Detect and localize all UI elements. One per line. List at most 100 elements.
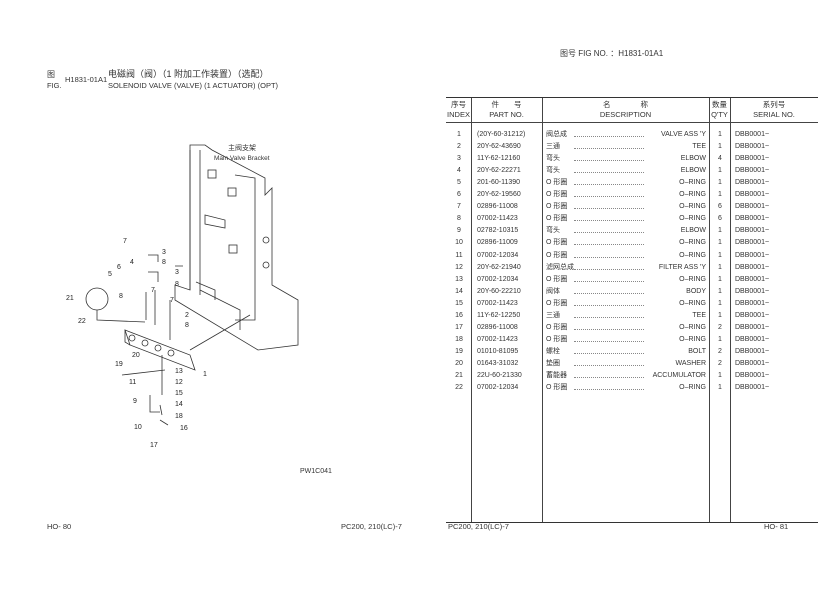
- callout: 22: [78, 318, 86, 325]
- table-row: 8 07002-11423 O 形圈 O–RING 6 DBB0001~: [446, 213, 818, 225]
- row-qty: 1: [718, 335, 722, 343]
- row-index: 22: [455, 384, 463, 392]
- row-serial: DBB0001~: [735, 263, 770, 271]
- leader-dots: [574, 237, 644, 246]
- callout: 11: [129, 379, 137, 386]
- row-serial: DBB0001~: [735, 372, 770, 379]
- row-qty: 1: [718, 299, 722, 307]
- callout: 5: [108, 271, 112, 278]
- row-description-cn: 弯头: [546, 227, 560, 235]
- bracket-label-cn: 主阀支架: [228, 145, 256, 152]
- row-qty: 1: [718, 251, 722, 259]
- callout: 21: [66, 295, 74, 302]
- table-row: 19 01010-81095 螺栓 BOLT 2 DBB0001~: [446, 346, 818, 358]
- header-serial-en: SERIAL NO.: [753, 110, 795, 119]
- fig-en: FIG.: [47, 81, 62, 90]
- row-description-cn: 垫圈: [546, 359, 560, 367]
- row-index: 16: [455, 311, 463, 319]
- row-part-no: 01643-31032: [477, 359, 519, 367]
- row-index: 7: [457, 203, 461, 211]
- row-description-cn: O 形圈: [546, 335, 568, 343]
- leader-dots: [574, 153, 644, 162]
- bracket-label-en: Main Valve Bracket: [214, 155, 270, 162]
- valve-assembly: [85, 254, 251, 426]
- row-description-cn: O 形圈: [546, 384, 568, 392]
- row-part-no: 11Y-62-12160: [477, 155, 521, 163]
- row-qty: 1: [718, 372, 722, 379]
- header-qty-en: Q'TY: [711, 110, 728, 119]
- fig-number: 图号 FIG NO. ：H1831-01A1: [560, 49, 664, 58]
- row-part-no: 20Y-62-19560: [477, 191, 521, 199]
- row-description-en: ELBOW: [680, 155, 706, 163]
- table-row: 21 22U-60-21330 蓄能器 ACCUMULATOR 1 DBB000…: [446, 370, 818, 382]
- row-part-no: 20Y-62-21940: [477, 263, 521, 271]
- row-description-en: O–RING: [679, 179, 706, 187]
- row-index: 18: [455, 335, 463, 343]
- header-qty-cn: 数量: [712, 100, 727, 109]
- row-qty: 1: [718, 179, 722, 187]
- table-row: 14 20Y-60-22210 阀体 BODY 1 DBB0001~: [446, 286, 818, 298]
- leader-dots: [574, 177, 644, 186]
- table-row: 22 07002-12034 O 形圈 O–RING 1 DBB0001~: [446, 382, 818, 394]
- row-index: 6: [457, 191, 461, 199]
- table-row: 5 201-60-11390 O 形圈 O–RING 1 DBB0001~: [446, 177, 818, 189]
- callout: 12: [175, 379, 183, 386]
- row-serial: DBB0001~: [735, 299, 770, 307]
- callout: 3: [162, 249, 166, 256]
- row-description-en: O–RING: [679, 251, 706, 259]
- row-description-cn: O 形圈: [546, 191, 568, 199]
- table-row: 2 20Y-62-43690 三通 TEE 1 DBB0001~: [446, 141, 818, 153]
- row-serial: DBB0001~: [735, 131, 770, 138]
- row-part-no: 07002-12034: [477, 251, 519, 259]
- row-description-en: TEE: [692, 143, 706, 151]
- main-valve-bracket: [174, 144, 299, 351]
- leader-dots: [574, 274, 644, 282]
- callout: 7: [170, 297, 174, 304]
- header-serial-cn: 系列号: [762, 100, 786, 109]
- model-left: PC200, 210(LC)-7: [341, 522, 402, 531]
- row-description-en: O–RING: [679, 275, 706, 283]
- row-index: 15: [455, 299, 463, 307]
- table-row: 11 07002-12034 O 形圈 O–RING 1 DBB0001~: [446, 250, 818, 262]
- row-index: 14: [455, 287, 463, 295]
- row-index: 3: [457, 155, 461, 163]
- row-qty: 1: [718, 227, 722, 235]
- row-part-no: 07002-11423: [477, 335, 518, 343]
- row-description-cn: O 形圈: [546, 239, 568, 247]
- callout: 6: [117, 264, 121, 271]
- callout: 16: [180, 425, 188, 432]
- row-description-en: O–RING: [679, 239, 706, 247]
- table-row: 10 02896-11009 O 形圈 O–RING 1 DBB0001~: [446, 237, 818, 249]
- header-part-en: PART NO.: [489, 110, 524, 119]
- table-row: 17 02896-11008 O 形圈 O–RING 2 DBB0001~: [446, 322, 818, 334]
- row-description-en: BODY: [686, 287, 706, 295]
- table-row: 15 07002-11423 O 形圈 O–RING 1 DBB0001~: [446, 298, 818, 310]
- row-qty: 1: [718, 143, 722, 151]
- row-description-en: O–RING: [679, 191, 706, 199]
- callout: 10: [134, 424, 142, 431]
- row-index: 9: [457, 227, 461, 235]
- row-index: 11: [455, 251, 463, 259]
- row-qty: 1: [718, 384, 722, 392]
- row-qty: 1: [718, 311, 722, 319]
- header-index-cn: 序号: [451, 100, 466, 109]
- callout: 8: [119, 293, 123, 300]
- row-description-en: ELBOW: [680, 167, 706, 175]
- row-serial: DBB0001~: [735, 311, 770, 319]
- row-index: 1: [457, 131, 461, 138]
- row-description-cn: O 形圈: [546, 299, 568, 307]
- leader-dots: [574, 382, 644, 391]
- row-part-no: 07002-12034: [477, 384, 519, 392]
- header-index-en: INDEX: [447, 110, 470, 119]
- row-serial: DBB0001~: [735, 384, 770, 392]
- leader-dots: [574, 129, 644, 137]
- row-part-no: 02896-11009: [477, 239, 518, 247]
- row-description-en: O–RING: [679, 384, 706, 392]
- row-description-cn: 蓄能器: [546, 372, 567, 379]
- row-serial: DBB0001~: [735, 275, 770, 283]
- page-number-right: HO- 81: [764, 522, 789, 531]
- callout: 1: [203, 371, 207, 378]
- row-index: 4: [457, 167, 461, 175]
- row-description-cn: 三通: [546, 143, 560, 151]
- table-row: 20 01643-31032 垫圈 WASHER 2 DBB0001~: [446, 358, 818, 370]
